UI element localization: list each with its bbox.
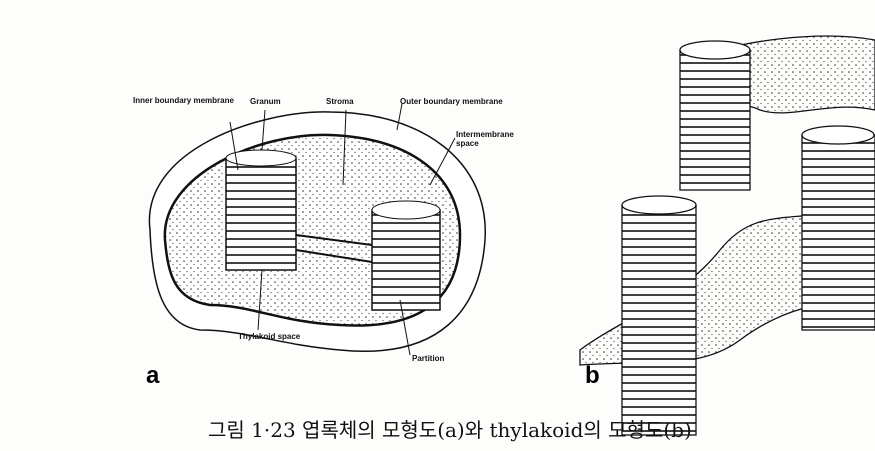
chloroplast-a [148,103,486,356]
panel-label-b: b [585,362,600,389]
label-outer-boundary-membrane: Outer boundary membrane [400,97,503,106]
label-granum: Granum [250,97,281,106]
label-stroma: Stroma [326,97,354,106]
panel-label-a: a [146,362,160,389]
figure-caption: 그림 1·23 엽록체의 모형도(a)와 thylakoid의 모형도(b) [208,418,692,442]
label-inner-boundary-membrane: Inner boundary membrane [133,96,234,105]
label-thylakoid-space: Thylakoid space [238,332,301,341]
label-intermembrane-space: Intermembrane space [456,130,514,148]
label-partition: Partition [412,354,445,363]
thylakoid-b [579,35,875,436]
